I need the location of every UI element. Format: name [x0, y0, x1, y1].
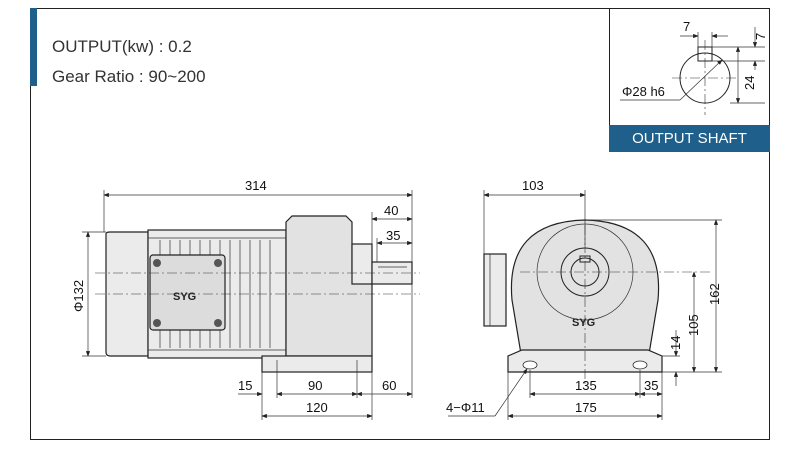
base-length: 120	[306, 400, 328, 415]
front-hole-edge: 35	[644, 378, 658, 393]
flange	[351, 243, 373, 285]
motor-diameter: Φ132	[71, 280, 86, 312]
accent-bar	[30, 8, 37, 86]
base-offset: 15	[238, 378, 252, 393]
gear-ratio-spec: Gear Ratio : 90~200	[52, 67, 206, 86]
terminal-box	[149, 254, 226, 331]
shaft-key-depth: 7	[753, 33, 768, 40]
output-spec: OUTPUT(kw) : 0.2	[52, 37, 192, 56]
front-base-width: 175	[575, 400, 597, 415]
shaft-height: 24	[742, 76, 757, 90]
shaft-length: 40	[384, 203, 398, 218]
side-view-drawing: SYG 314 40 35 Φ132	[71, 178, 420, 420]
gear-housing	[285, 215, 373, 357]
output-shaft-label: OUTPUT SHAFT	[609, 125, 770, 152]
motor-stub	[483, 253, 507, 327]
shaft-key-length: 35	[386, 228, 400, 243]
base-thickness: 14	[668, 336, 683, 350]
shaft-overhang: 60	[382, 378, 396, 393]
side-badge: SYG	[173, 291, 196, 303]
front-hole-pitch: 135	[575, 378, 597, 393]
shaft-key-width: 7	[683, 19, 690, 34]
front-view-drawing: SYG 103 162 105 14 135 35 175	[446, 178, 722, 420]
overall-height: 162	[707, 283, 722, 305]
base-hole-pitch: 90	[308, 378, 322, 393]
overall-length: 314	[245, 178, 267, 193]
shaft-section-drawing: 7 7 24 Φ28 h6	[620, 19, 768, 115]
drawing-frame	[30, 8, 770, 440]
shaft-height-front: 105	[686, 314, 701, 336]
mounting-holes: 4−Φ11	[446, 400, 485, 415]
front-width-left: 103	[522, 178, 544, 193]
shaft-diameter: Φ28 h6	[622, 84, 665, 99]
front-badge: SYG	[572, 317, 595, 329]
side-base	[261, 355, 373, 373]
